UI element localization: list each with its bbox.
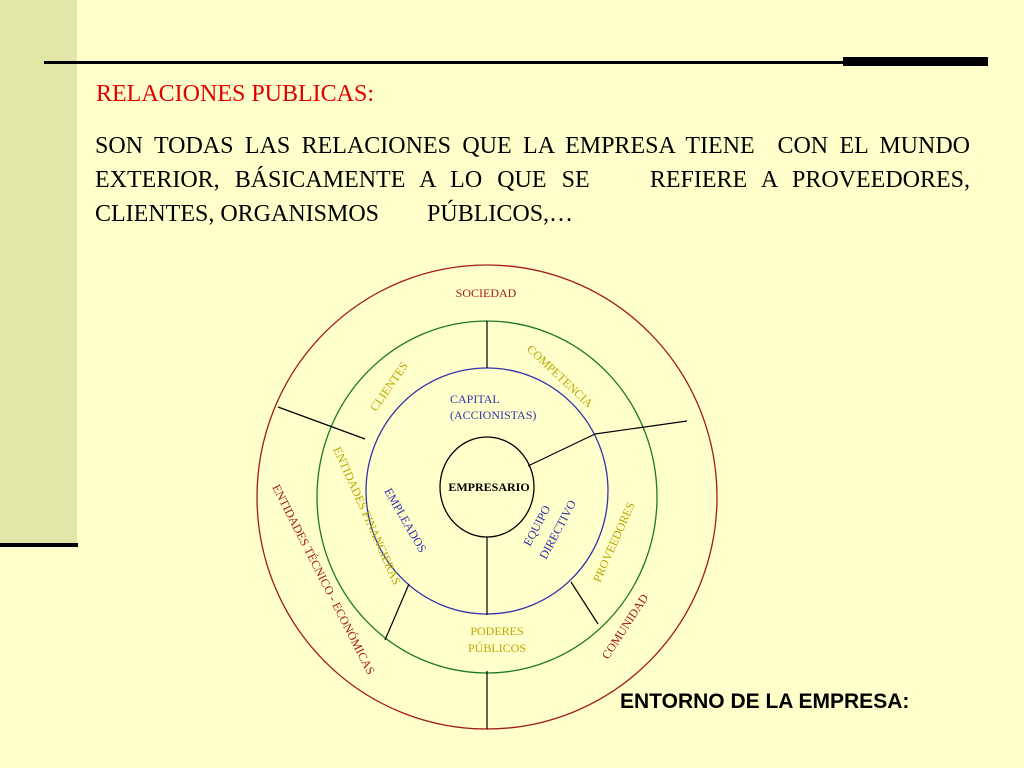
slide-title: RELACIONES PUBLICAS: <box>96 81 375 107</box>
divider-right <box>594 420 688 435</box>
clientes-label: CLIENTES <box>367 359 411 413</box>
capital-label: CAPITAL <box>450 392 500 406</box>
top-rule-accent <box>843 57 988 66</box>
publicos-label: PÚBLICOS <box>468 641 526 655</box>
entidades-financieras-label: ENTIDADES FINANCIERAS <box>330 445 404 587</box>
top-rule <box>44 61 844 64</box>
center-label: EMPRESARIO <box>448 480 529 494</box>
divider-center-right <box>527 433 596 467</box>
poderes-label: PODERES <box>470 624 523 638</box>
slide-body-text: SON TODAS LAS RELACIONES QUE LA EMPRESA … <box>95 133 976 227</box>
sociedad-label: SOCIEDAD <box>456 286 517 300</box>
competencia-label: COMPETENCIA <box>524 342 596 411</box>
capital-sublabel: (ACCIONISTAS) <box>450 408 536 422</box>
comunidad-label: COMUNIDAD <box>599 591 652 662</box>
side-band <box>0 0 77 545</box>
footer-caption: ENTORNO DE LA EMPRESA: <box>620 690 910 713</box>
divider-left <box>277 406 366 440</box>
side-band-rule <box>0 543 78 547</box>
divider-lower-right <box>570 581 599 625</box>
divider-lower-left <box>384 583 410 641</box>
empleados-label: EMPLEADOS <box>381 486 429 555</box>
